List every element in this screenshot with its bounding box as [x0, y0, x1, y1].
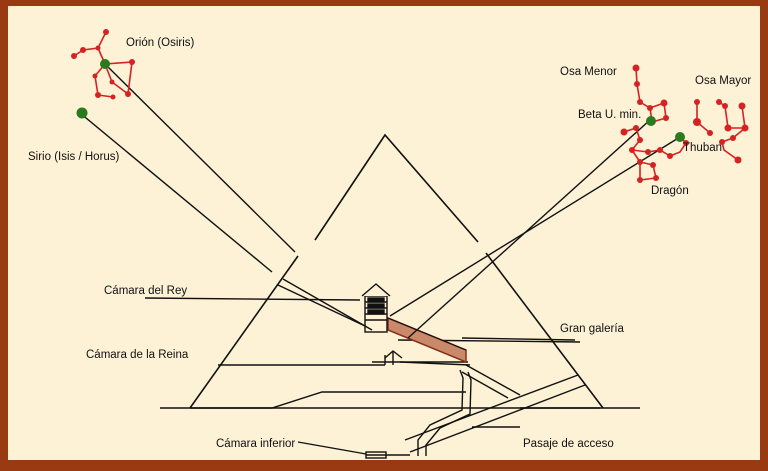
beta-umi-star: [646, 116, 656, 126]
kings-chamber: [361, 283, 391, 333]
sight-lines: [79, 63, 681, 339]
draco-constellation: [620, 125, 689, 183]
label-grand-gallery: Gran galería: [560, 323, 625, 335]
ursa-major-constellation: [693, 99, 749, 164]
label-queens-chamber: Cámara de la Reina: [86, 349, 189, 361]
label-draco: Dragón: [651, 185, 689, 197]
orion-constellation: [71, 29, 135, 100]
label-entrance-passage: Pasaje de acceso: [523, 438, 614, 450]
label-sirius: Sirio (Isis / Horus): [28, 151, 120, 163]
label-beta-umi: Beta U. min.: [578, 109, 641, 121]
label-leaders: [297, 441, 367, 455]
label-lower-chamber: Cámara inferior: [216, 438, 295, 450]
label-ursa-major: Osa Mayor: [695, 75, 751, 87]
background-panel: [8, 6, 760, 460]
label-thuban: Thuban: [683, 142, 722, 154]
ursa-minor-constellation: [632, 64, 669, 126]
label-kings-chamber: Cámara del Rey: [104, 285, 187, 297]
sirius-star: [76, 107, 88, 119]
label-orion: Orión (Osiris): [126, 37, 195, 49]
thuban-star: [675, 132, 685, 142]
label-ursa-minor: Osa Menor: [560, 66, 617, 78]
orion-belt-star: [100, 59, 110, 69]
